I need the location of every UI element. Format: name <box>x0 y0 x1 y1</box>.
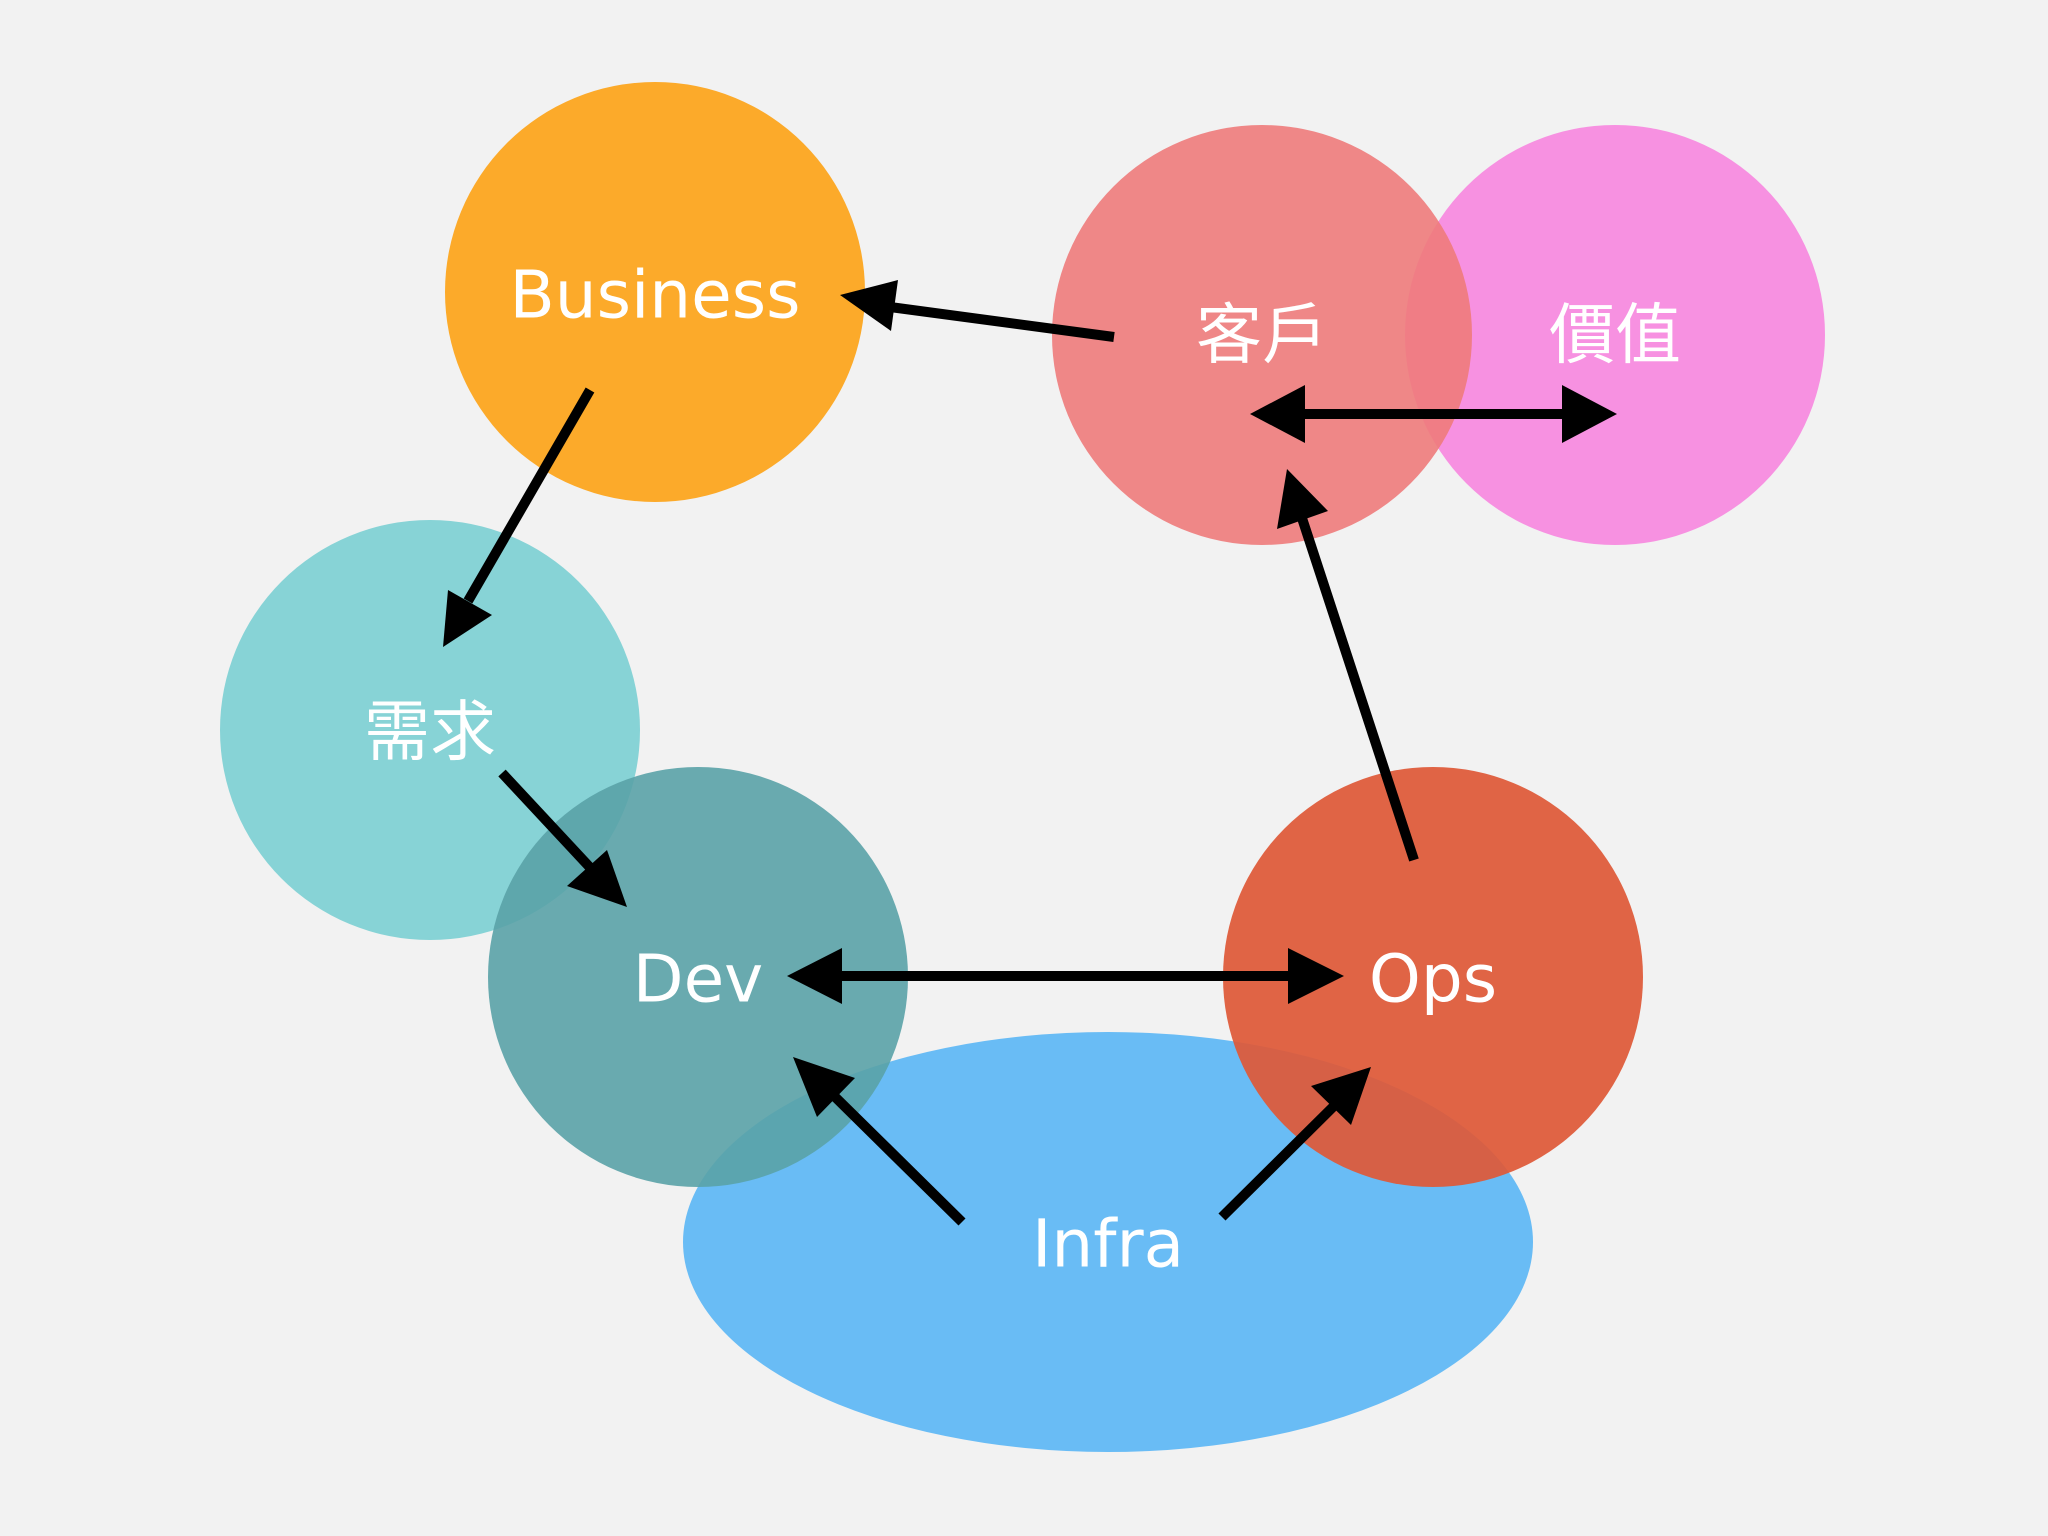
arrowhead-ops-from-infra <box>1311 1067 1371 1125</box>
value-label: 價值 <box>1549 297 1681 374</box>
arrowhead-value-right <box>1562 385 1617 443</box>
customer-node <box>1052 125 1472 545</box>
demand-label: 需求 <box>364 694 496 771</box>
arrow-customer-to-business <box>889 302 1115 342</box>
business-node <box>445 82 865 502</box>
arrowheads-group <box>443 280 1617 1125</box>
arrowhead-business <box>840 280 898 331</box>
customer-label: 客戶 <box>1196 297 1328 374</box>
business-label: Business <box>509 257 800 334</box>
arrow-ops-to-customer <box>1295 510 1419 862</box>
arrowhead-customer-from-ops <box>1277 469 1328 529</box>
arrowhead-dev-left <box>787 948 842 1004</box>
dev-label: Dev <box>633 941 764 1018</box>
arrowhead-customer-left <box>1250 385 1305 443</box>
demand-node <box>220 520 640 940</box>
arrowhead-dev-from-infra <box>793 1057 855 1117</box>
value-node <box>1405 125 1825 545</box>
arrows-group <box>463 302 1562 1226</box>
arrowhead-dev-from-demand <box>567 850 627 907</box>
arrow-demand-to-dev <box>498 769 601 879</box>
infra-label: Infra <box>1032 1206 1184 1283</box>
ops-label: Ops <box>1369 941 1497 1018</box>
arrow-infra-to-ops <box>1218 1099 1341 1221</box>
arrowhead-ops-right <box>1288 948 1344 1004</box>
arrow-infra-to-dev <box>821 1083 966 1226</box>
arrow-business-to-demand <box>463 387 595 604</box>
arrowhead-demand <box>443 590 492 647</box>
